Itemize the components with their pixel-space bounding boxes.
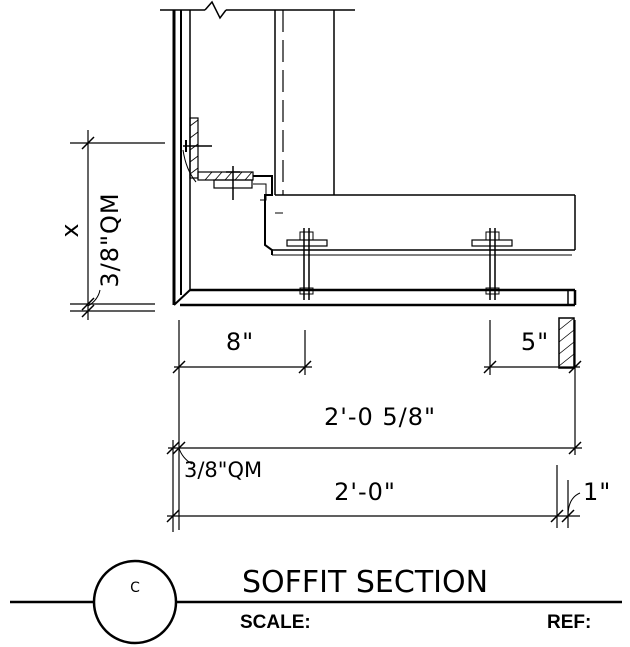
dimension-overall-1: 2'-0 5/8" — [324, 403, 436, 431]
detail-id: C — [130, 580, 140, 596]
dimension-5-inch: 5" — [521, 328, 549, 356]
soffit-frame — [173, 194, 577, 369]
title-block — [10, 559, 622, 645]
anchor-clip — [182, 117, 273, 255]
dimension-qm-vertical: 3/8"QM — [96, 192, 124, 287]
soffit-panel — [173, 288, 577, 307]
ref-label: REF: — [547, 612, 591, 633]
wall-assembly — [160, 0, 355, 305]
vertical-dimensions — [70, 130, 165, 320]
horizontal-dimensions — [166, 320, 582, 532]
hanger-rod-right — [471, 228, 513, 300]
dimension-1-inch: 1" — [583, 478, 611, 506]
detail-circle — [92, 559, 178, 645]
hanger-rod-left — [286, 228, 328, 300]
dimension-overall-2: 2'-0" — [334, 478, 396, 506]
end-block-hatch — [558, 317, 575, 369]
dimension-8-inch: 8" — [226, 328, 254, 356]
dimension-x: x — [56, 222, 84, 237]
scale-label: SCALE: — [240, 612, 311, 633]
dimension-qm-horizontal: 3/8"QM — [184, 458, 262, 482]
drawing-title: SOFFIT SECTION — [242, 565, 488, 600]
